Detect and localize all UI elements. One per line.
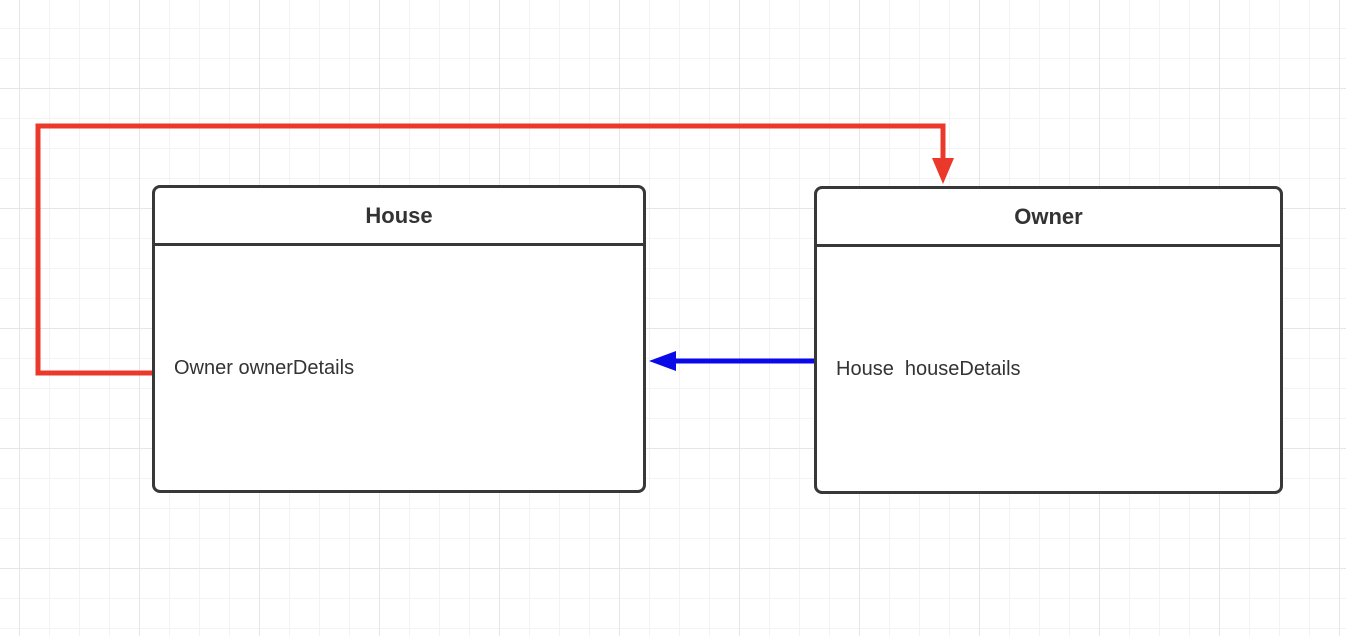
attribute-houseDetails: House houseDetails	[836, 357, 1021, 380]
class-title-house: House	[155, 188, 643, 246]
blue-edge-arrowhead-icon	[649, 351, 676, 371]
edge-owner-to-house[interactable]	[649, 351, 814, 371]
class-body-owner: House houseDetails	[817, 247, 1280, 491]
class-box-owner[interactable]: Owner House houseDetails	[814, 186, 1283, 494]
class-body-house: Owner ownerDetails	[155, 246, 643, 490]
red-edge-arrowhead-icon	[932, 158, 954, 184]
attribute-ownerDetails: Owner ownerDetails	[174, 356, 355, 379]
class-title-owner: Owner	[817, 189, 1280, 247]
class-box-house[interactable]: House Owner ownerDetails	[152, 185, 646, 493]
